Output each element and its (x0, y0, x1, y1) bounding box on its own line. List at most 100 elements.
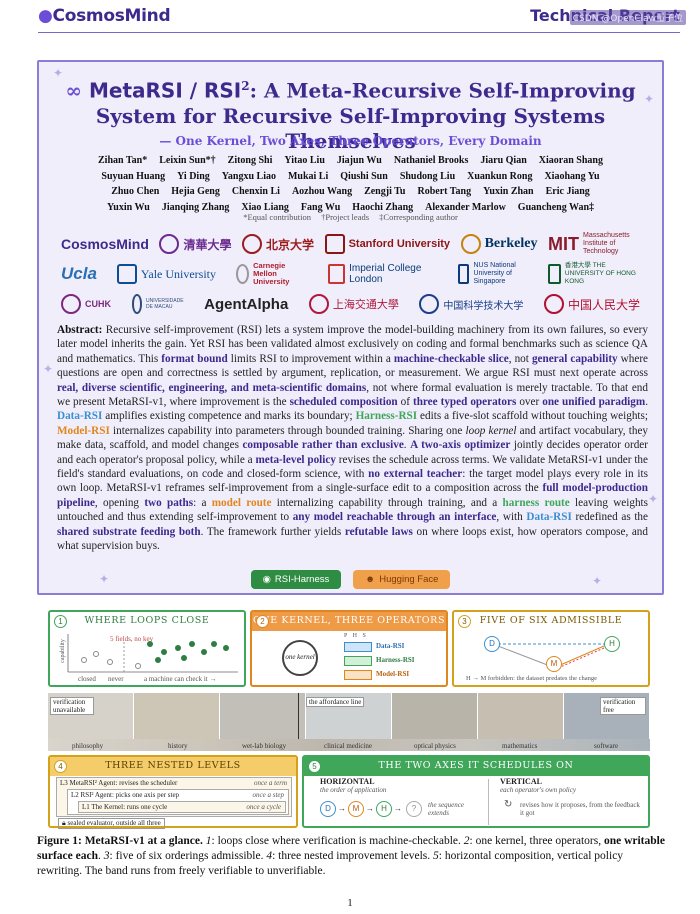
logo-label: 香港大學 THE UNIVERSITY OF HONG KONG (564, 262, 636, 285)
keyword: general capability (531, 352, 618, 365)
logo-row-3: CUHK UNIVERSIDADE DE MACAU AgentAlpha 上海… (61, 289, 640, 319)
domain-band: verification unavailable the affordance … (48, 693, 650, 751)
author-name: Jiaru Qian (480, 155, 527, 166)
caption-text: : one kernel, three operators, (469, 835, 604, 847)
horizontal-sub: the order of application (320, 786, 387, 794)
lock-icon: 🔒︎ (62, 819, 66, 827)
abstract-text: : a (193, 496, 212, 509)
author-name: Jianqing Zhang (161, 201, 230, 213)
model-rsi-term: Model-RSI (57, 424, 110, 437)
domain-label: optical physics (414, 742, 456, 750)
horizontal-note: the sequence extends (428, 801, 464, 817)
abstract-text: , not (508, 352, 532, 365)
agentalpha-logo: AgentAlpha (204, 296, 288, 313)
hugging-face-button[interactable]: ☻Hugging Face (353, 570, 451, 589)
sparkle-icon: ✦ (591, 574, 602, 588)
watermark: CSDN @OpenClaw量子位 (569, 10, 686, 25)
author-name: Xiaohang Yu (544, 170, 600, 182)
keyword: two paths (144, 496, 194, 509)
node-d: D (320, 801, 336, 817)
axis-label: capability (59, 639, 66, 663)
abstract-emphasis: loop kernel (465, 424, 517, 437)
author-name: Robert Tang (417, 186, 472, 197)
tsinghua-logo: 清華大學 (159, 234, 231, 254)
ucla-logo: Ucla (61, 264, 97, 284)
vertical-note: revises how it proposes, from the feedba… (520, 801, 640, 817)
abstract-text: , not where formal evaluation is merely … (57, 381, 648, 409)
author-name: Leixin Sun*† (159, 155, 216, 166)
abstract-text: . The framework further yields (200, 525, 345, 538)
sparkle-icon: ✦ (43, 362, 54, 376)
vertical-sub: each operator's own policy (500, 786, 576, 794)
caption-text: . (98, 850, 104, 862)
figure-panel-1: WHERE LOOPS CLOSE 1 5 fields, no key cap… (48, 610, 246, 687)
node-d: D (484, 636, 500, 652)
abstract-text: over (516, 396, 543, 409)
yale-logo: Yale University (116, 264, 217, 284)
github-icon: ◉ (262, 574, 271, 585)
logo-label: Yale University (140, 266, 217, 281)
paper-title: ∞ MetaRSI / RSI2: A Meta-Recursive Self-… (49, 74, 652, 154)
note-equal: *Equal contribution (243, 212, 311, 222)
affiliation-logos: CosmosMind 清華大學 北京大学 Stanford University… (61, 229, 640, 321)
berkeley-logo: Berkeley (460, 234, 537, 254)
logo-label: Carnegie Mellon University (253, 261, 290, 286)
figure-panel-2: ONE KERNEL, THREE OPERATORS 2 one kernel… (250, 610, 448, 687)
panel-title: WHERE LOOPS CLOSE (84, 615, 210, 626)
level-label: L1 The Kernel: runs one cycle (82, 803, 168, 811)
page-header: ●CosmosMind Technical Report CSDN @OpenC… (0, 0, 700, 34)
note-leads: †Project leads (321, 212, 370, 222)
ruc-logo: 中国人民大学 (543, 294, 640, 314)
author-name: Zitong Shi (227, 155, 273, 166)
author-name: Suyuan Huang (101, 170, 166, 182)
panel-title: FIVE OF SIX ADMISSIBLE (479, 615, 623, 626)
arrow-icon: → (394, 804, 402, 813)
abstract-text: jointly decides operator order and each … (57, 439, 648, 466)
keyword: any model reachable through an interface (292, 511, 497, 524)
logo-label: CosmosMind (61, 236, 149, 252)
keyword: full model-production pipeline (57, 482, 648, 509)
tag-free: verification free (600, 697, 646, 715)
pku-logo: 北京大学 (242, 234, 314, 254)
evaluator-label: sealed evaluator, outside all three (67, 819, 161, 827)
figure-panel-5: THE TWO AXES IT SCHEDULES ON 5 HORIZONTA… (302, 755, 650, 828)
caption-num: 5 (433, 850, 439, 862)
caption-label: Figure 1: MetaRSI-v1 at a glance. (37, 835, 203, 847)
domain-label: software (594, 742, 619, 750)
author-name: Xiaoran Shang (538, 155, 603, 166)
cycle-icon: ↻ (504, 799, 513, 810)
op-harness-rsi: Harness-RSI (376, 656, 415, 664)
level-rate: once a cycle (246, 803, 281, 811)
keyword: no external teacher (368, 468, 463, 481)
data-rsi-term: Data-RSI (526, 511, 572, 524)
tag-unavailable: verification unavailable (50, 697, 94, 715)
caption-num: 3 (103, 850, 110, 862)
op-data-rsi: Data-RSI (376, 642, 405, 650)
header-rule (38, 32, 680, 33)
caption-num: 4 (266, 850, 273, 862)
abstract-text: of (397, 396, 413, 409)
cuhk-logo: CUHK (61, 294, 111, 314)
imperial-logo: Imperial College London (328, 263, 438, 285)
legend-closed: closed (78, 675, 96, 683)
level-l3: L3 MetaRSI² Agent: revises the scheduler… (56, 777, 292, 817)
rsi-harness-button[interactable]: ◉RSI-Harness (250, 570, 342, 589)
nus-logo: NUS National University of Singapore (457, 262, 528, 286)
abstract-label: Abstract: (57, 324, 103, 336)
ordering-graph (497, 643, 605, 669)
horizontal-title: HORIZONTAL (320, 777, 375, 786)
logo-label: NUS National University of Singapore (473, 262, 516, 285)
abstract-text: , opening (94, 496, 145, 509)
domain-label: wet-lab biology (242, 742, 287, 750)
umacau-logo: UNIVERSIDADE DE MACAU (131, 294, 184, 314)
model-route-term: model route (211, 496, 272, 509)
figure-panel-4: THREE NESTED LEVELS 4 L3 MetaRSI² Agent:… (48, 755, 298, 829)
domain-label: philosophy (72, 742, 104, 750)
sjtu-logo: 上海交通大學 (308, 294, 399, 314)
author-name: Yuxin Wu (106, 201, 150, 213)
keyword: format bound (161, 352, 228, 365)
author-name: Haochi Zhang (352, 201, 414, 213)
logo-label: 北京大学 (266, 237, 315, 252)
panel-note: H → M forbidden: the dataset predates th… (466, 675, 598, 682)
